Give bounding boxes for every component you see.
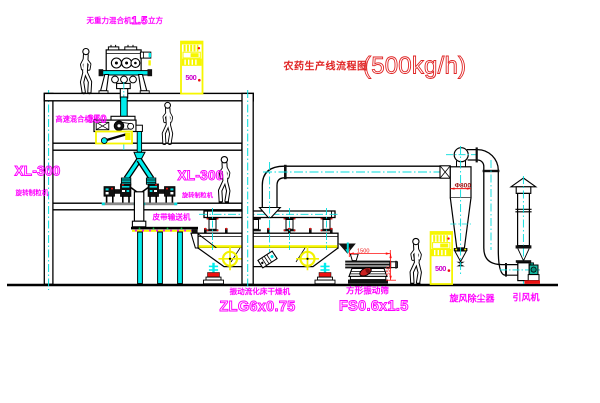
label-sieve-name: 方形振动筛 xyxy=(346,285,389,296)
label-gravity-mixer-name: 无重力混合机 xyxy=(86,15,132,25)
label-belt-conveyor: 皮带输送机 xyxy=(152,212,191,222)
label-granulator-left-name: 旋转制粒机 xyxy=(15,188,49,197)
control-cabinet-ground xyxy=(429,231,454,285)
roof-slab xyxy=(43,92,254,102)
dryer-discharge-spout xyxy=(338,242,356,254)
person-floor-2 xyxy=(162,102,171,143)
label-gravity-mixer-volume: 1.5 xyxy=(132,15,148,27)
label-granulator-left-model: XL-300 xyxy=(15,164,61,179)
label-granulator-right-name: 旋转制粒机 xyxy=(181,192,214,200)
drop-pipe xyxy=(131,191,147,228)
label-sieve-model: FS0.6x1.5 xyxy=(339,299,409,315)
dryer-rim-bolts xyxy=(204,227,333,234)
label-high-speed-mixer-name: 高速混合机 xyxy=(56,115,93,124)
control-cabinet-roof xyxy=(180,40,204,95)
building-frame xyxy=(43,90,254,290)
dim-sieve-length-text: 1500 xyxy=(357,249,369,255)
label-dryer-name: 振动流化床干燥机 xyxy=(230,286,291,296)
dimension-sieve-height: 550 xyxy=(386,253,396,281)
y-splitter-chute xyxy=(120,151,157,185)
person-on-roof xyxy=(81,49,91,94)
vibrating-sieve xyxy=(345,253,398,284)
cyclone-separator xyxy=(439,146,476,274)
dim-cyclone-diameter-text: Φ800 xyxy=(455,182,472,189)
label-granulator-right-model: XL-300 xyxy=(178,168,224,183)
granulator-right xyxy=(140,183,178,206)
cyclone-outlet-pipe xyxy=(466,147,507,276)
cabinet-ground-marking: 500 xyxy=(435,264,446,273)
label-gravity-mixer-unit: 立方 xyxy=(148,15,163,25)
dryer-motor xyxy=(257,250,278,269)
column-right xyxy=(241,90,254,290)
induced-draft-fan xyxy=(500,245,540,284)
title-capacity: (500kg/h) xyxy=(363,53,466,80)
exhaust-duct xyxy=(258,162,448,252)
granulator-left xyxy=(101,183,139,206)
cabinet-roof-marking: 500 xyxy=(185,73,196,82)
fluid-bed-dryer xyxy=(190,208,356,285)
belt-conveyor xyxy=(131,226,198,285)
label-fan: 引风机 xyxy=(513,292,540,303)
person-ground xyxy=(410,238,420,283)
labels: 农药生产线流程图 (500kg/h) 无重力混合机 1.5 立方 高速混合机 3… xyxy=(14,15,540,316)
label-dryer-model: ZLG6x0.75 xyxy=(220,299,296,315)
dim-sieve-height-text: 550 xyxy=(386,266,392,275)
title-text: 农药生产线流程图 xyxy=(283,60,368,73)
gravity-free-mixer xyxy=(98,44,153,99)
label-cyclone: 旋风除尘器 xyxy=(449,293,496,304)
high-speed-mixer xyxy=(93,82,143,153)
dimension-cyclone-diameter: Φ800 xyxy=(450,182,472,190)
dryer-foot-left xyxy=(203,262,224,285)
floor-slab-middle xyxy=(51,142,243,151)
dryer-foot-right xyxy=(314,262,336,285)
label-high-speed-mixer-model: 350 xyxy=(88,114,107,126)
